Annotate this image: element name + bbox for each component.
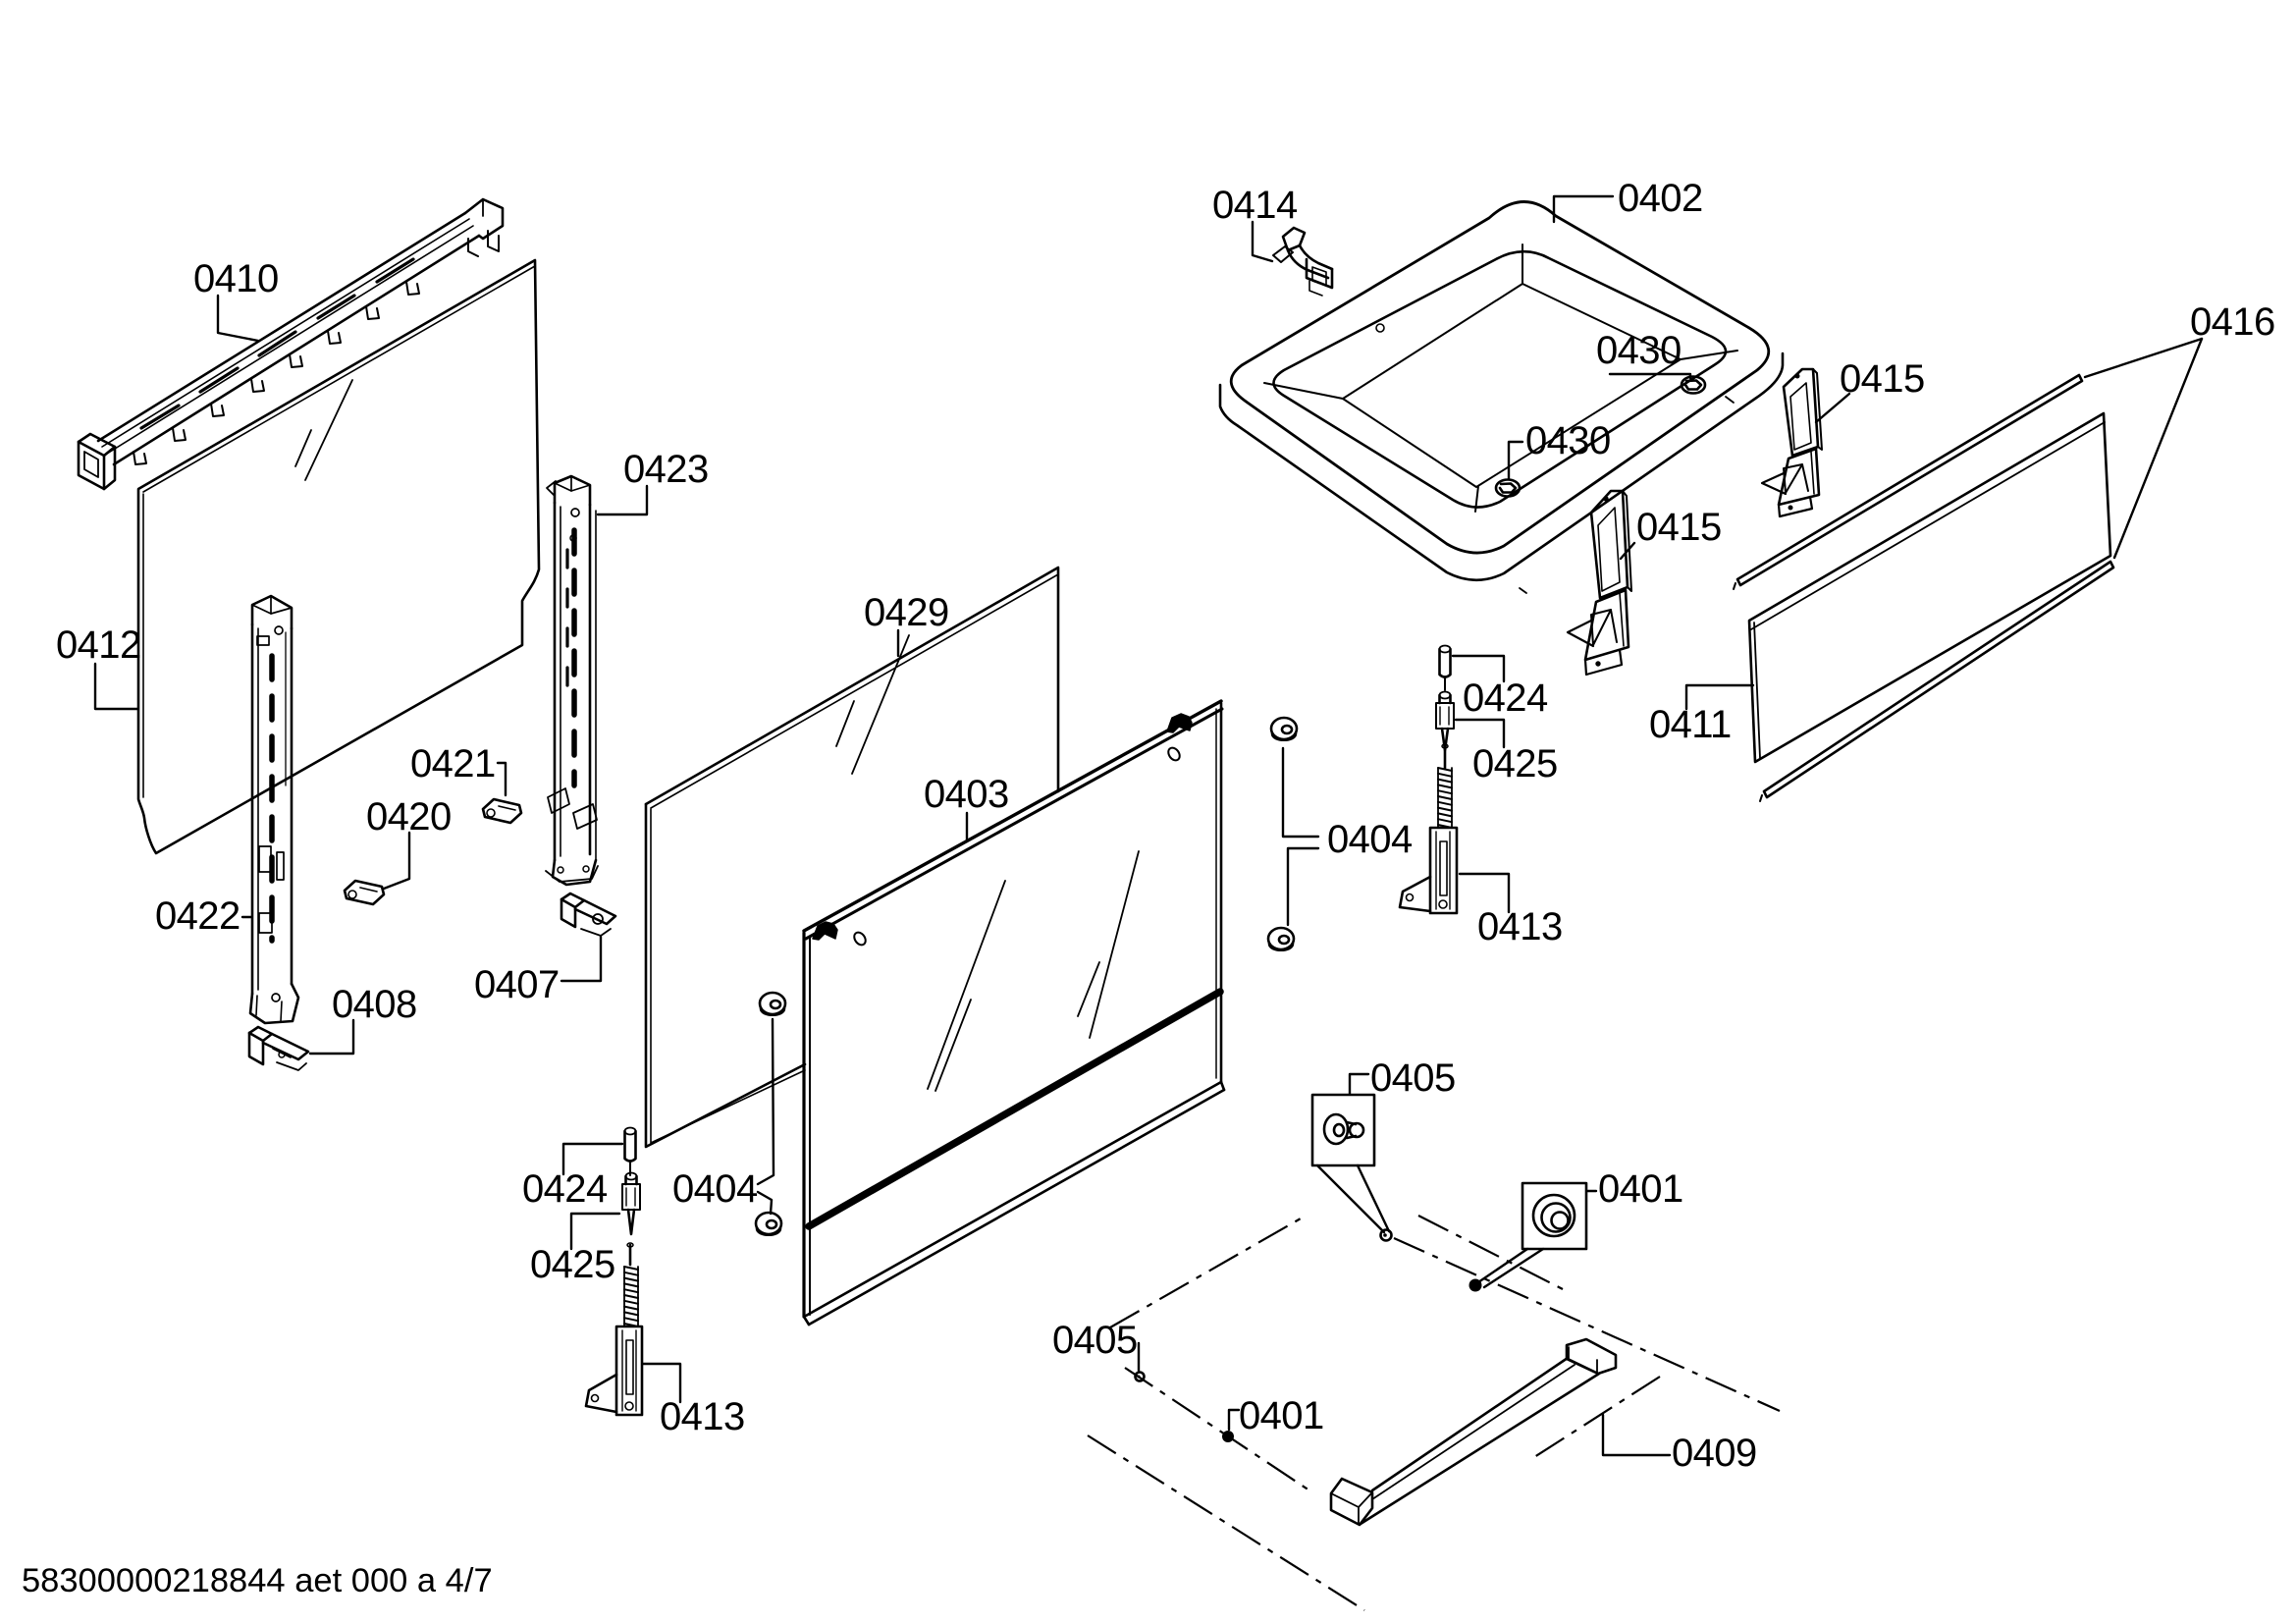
- svg-text:0415: 0415: [1636, 506, 1722, 549]
- svg-text:0425: 0425: [1472, 742, 1558, 785]
- svg-text:0405: 0405: [1052, 1319, 1138, 1362]
- svg-text:0413: 0413: [660, 1395, 745, 1438]
- svg-text:0402: 0402: [1618, 177, 1703, 220]
- svg-text:0409: 0409: [1672, 1432, 1757, 1475]
- svg-text:0424: 0424: [1463, 677, 1548, 720]
- svg-text:0401: 0401: [1239, 1394, 1324, 1437]
- svg-text:58300000218844 aet 000 a 4/7: 58300000218844 aet 000 a 4/7: [22, 1562, 493, 1599]
- svg-text:0429: 0429: [864, 591, 949, 634]
- svg-text:0413: 0413: [1477, 905, 1563, 948]
- svg-text:0430: 0430: [1525, 419, 1611, 462]
- svg-text:0401: 0401: [1598, 1167, 1683, 1211]
- svg-text:0404: 0404: [672, 1167, 758, 1211]
- svg-text:0404: 0404: [1327, 818, 1413, 861]
- svg-text:0410: 0410: [193, 257, 279, 300]
- svg-text:0414: 0414: [1212, 184, 1298, 227]
- svg-text:0405: 0405: [1370, 1056, 1456, 1100]
- svg-text:0412: 0412: [56, 623, 141, 667]
- svg-text:0424: 0424: [522, 1167, 608, 1211]
- svg-text:0420: 0420: [366, 795, 452, 839]
- svg-text:0423: 0423: [623, 448, 709, 491]
- svg-text:0415: 0415: [1840, 357, 1925, 401]
- svg-text:0425: 0425: [530, 1243, 615, 1286]
- svg-text:0421: 0421: [410, 742, 496, 785]
- svg-text:0411: 0411: [1649, 703, 1732, 746]
- svg-text:0416: 0416: [2190, 300, 2275, 344]
- svg-text:0403: 0403: [924, 773, 1009, 816]
- svg-text:0430: 0430: [1596, 329, 1682, 372]
- svg-text:0408: 0408: [332, 983, 417, 1026]
- svg-text:0407: 0407: [474, 963, 560, 1006]
- svg-text:0422: 0422: [155, 894, 240, 938]
